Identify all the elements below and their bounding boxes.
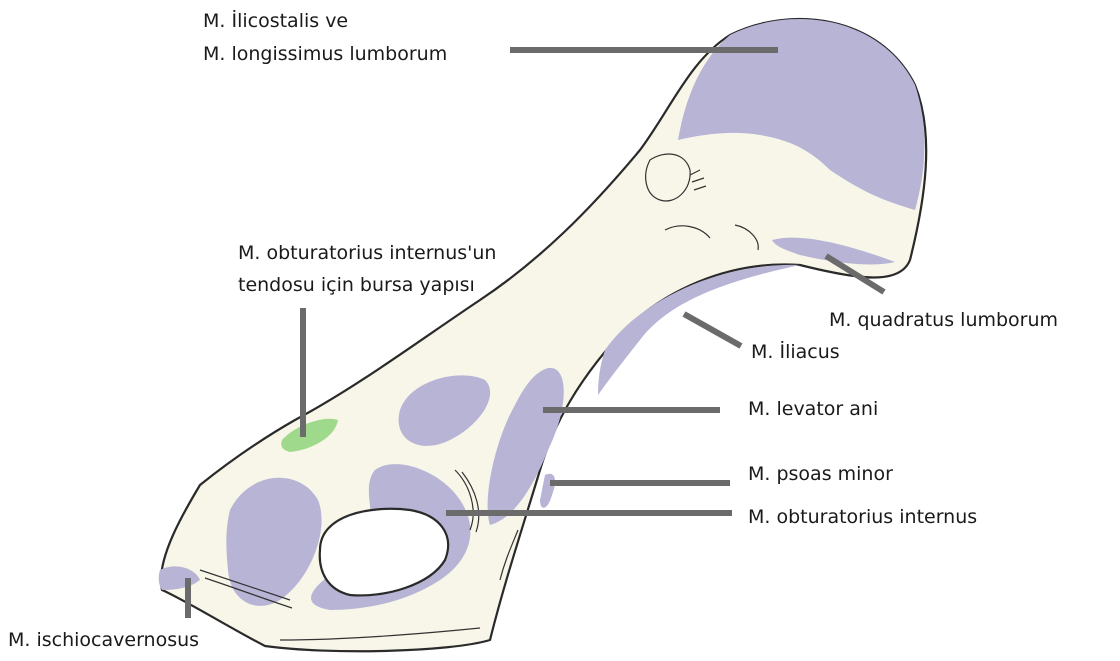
label-iliocostalis-line1: M. İlicostalis ve <box>203 9 348 32</box>
label-ischiocavernosus: M. ischiocavernosus <box>8 629 199 651</box>
psoas-area <box>540 474 555 508</box>
label-quadratus: M. quadratus lumborum <box>829 309 1058 331</box>
label-iliocostalis-line2: M. longissimus lumborum <box>203 43 447 65</box>
label-psoas: M. psoas minor <box>748 463 893 485</box>
iliacus-leader <box>684 314 741 346</box>
label-obturatorius: M. obturatorius internus <box>748 506 977 528</box>
label-levator: M. levator ani <box>748 398 878 420</box>
label-bursa-line1: M. obturatorius internus'un <box>238 242 496 264</box>
label-iliacus: M. İliacus <box>751 340 840 363</box>
label-bursa-line2: tendosu için bursa yapısı <box>238 274 475 296</box>
